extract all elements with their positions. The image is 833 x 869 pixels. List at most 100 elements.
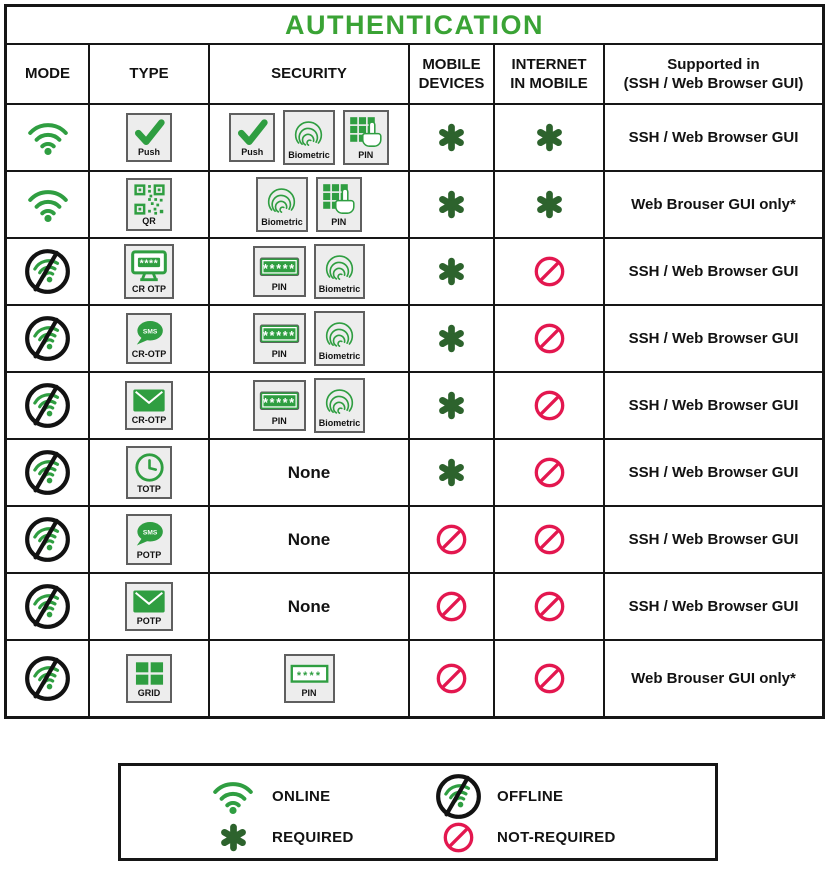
- icon-label: CR-OTP: [131, 415, 167, 426]
- icon-label: Push: [241, 147, 264, 158]
- wifi-online-icon: [27, 190, 68, 223]
- mode-cell: [7, 172, 90, 237]
- internet-in-mobile-cell: [495, 239, 605, 304]
- type-cell: GRID: [90, 641, 210, 716]
- pin-field-icon-box: *****PIN: [252, 380, 306, 431]
- icon-label: PIN: [331, 217, 347, 228]
- wifi-offline-icon: [25, 517, 70, 562]
- no-symbol-icon: [534, 256, 564, 287]
- wifi-offline-legend-icon-wrap: [432, 772, 484, 821]
- mobile-devices-cell: [410, 373, 495, 438]
- mobile-devices-cell: [410, 172, 495, 237]
- legend-item-online: ONLINE: [121, 778, 418, 815]
- asterisk-icon: [439, 324, 464, 353]
- keypad-pin-icon: [350, 117, 382, 147]
- table-title-row: AUTHENTICATION: [7, 7, 822, 43]
- icon-label: POTP: [136, 550, 162, 561]
- no-symbol-icon: [534, 591, 564, 622]
- check-icon-box: Push: [229, 113, 276, 162]
- svg-text:****: ****: [140, 257, 159, 269]
- asterisk-icon: [220, 823, 246, 852]
- keypad-icon-box: PIN: [342, 110, 389, 165]
- asterisk-icon: [439, 391, 464, 420]
- security-cell: ***** PIN Biometric: [210, 306, 410, 371]
- pin-field-icon-box: *****PIN: [252, 246, 306, 297]
- icon-label: GRID: [137, 688, 161, 699]
- monitor-otp-icon: ****: [131, 250, 167, 282]
- icon-label: Biometric: [261, 217, 303, 228]
- fingerprint-icon-box: Biometric: [313, 311, 366, 366]
- mode-cell: [7, 507, 90, 572]
- mobile-devices-cell: [410, 641, 495, 716]
- header-supported-in: Supported in (SSH / Web Browser GUI): [623, 55, 804, 93]
- security-cell: None: [210, 440, 410, 505]
- pin-field-outline-icon: ****: [290, 664, 328, 683]
- icon-label: PIN: [271, 349, 287, 360]
- mail-icon-box: CR-OTP: [125, 381, 173, 430]
- asterisk-icon: [439, 190, 464, 219]
- asterisk-icon: [439, 123, 464, 152]
- internet-in-mobile-cell: [495, 306, 605, 371]
- wifi-online-icon: [213, 782, 253, 815]
- mode-cell: [7, 440, 90, 505]
- icon-label: CR-OTP: [131, 349, 167, 360]
- supported-cell: SSH / Web Browser GUI: [628, 330, 799, 347]
- clock-icon: [134, 453, 164, 482]
- table-row: GRID ****PIN Web Brouser GUI only*: [7, 639, 822, 716]
- no-symbol-icon: [534, 663, 564, 694]
- icon-label: Biometric: [318, 351, 361, 362]
- svg-text:****: ****: [296, 670, 321, 682]
- legend-label: OFFLINE: [497, 788, 564, 805]
- fingerprint-icon-box: Biometric: [313, 244, 366, 299]
- grid-icon-box: GRID: [126, 654, 172, 703]
- fingerprint-icon: [325, 255, 354, 280]
- supported-cell: Web Brouser GUI only*: [631, 670, 796, 687]
- wifi-offline-icon: [25, 656, 70, 701]
- pin-field-icon: *****: [259, 324, 299, 343]
- icon-label: TOTP: [137, 484, 161, 495]
- icon-label: PIN: [271, 416, 287, 427]
- security-none-label: None: [287, 529, 331, 549]
- asterisk-legend-icon-wrap: [207, 822, 259, 853]
- type-cell: CR-OTP: [90, 373, 210, 438]
- security-cell: None: [210, 574, 410, 639]
- authentication-table: AUTHENTICATION MODE TYPE SECURITY MOBILE…: [4, 4, 825, 719]
- fingerprint-icon: [268, 188, 296, 213]
- asterisk-icon: [536, 190, 562, 219]
- wifi-offline-icon: [25, 316, 70, 361]
- mobile-devices-cell: [410, 105, 495, 170]
- mobile-devices-cell: [410, 306, 495, 371]
- header-mode: MODE: [7, 45, 90, 103]
- header-mobile-devices: MOBILE DEVICES: [410, 45, 495, 103]
- header-internet-in-mobile: INTERNET IN MOBILE: [495, 45, 605, 103]
- mobile-devices-cell: [410, 574, 495, 639]
- no-symbol-icon: [436, 591, 467, 622]
- fingerprint-icon-box: Biometric: [313, 378, 366, 433]
- asterisk-icon: [536, 123, 562, 152]
- internet-in-mobile-cell: [495, 641, 605, 716]
- mobile-devices-cell: [410, 507, 495, 572]
- security-cell: ****PIN: [210, 641, 410, 716]
- legend-label: NOT-REQUIRED: [497, 829, 616, 846]
- type-cell: ****CR OTP: [90, 239, 210, 304]
- security-cell: None: [210, 507, 410, 572]
- icon-label: PIN: [358, 150, 374, 161]
- asterisk-icon: [439, 458, 464, 487]
- wifi-online-icon: [27, 123, 68, 156]
- no-symbol-icon: [534, 390, 564, 421]
- fingerprint-icon-box: Biometric: [283, 110, 335, 165]
- type-cell: TOTP: [90, 440, 210, 505]
- monitor-icon-box: ****CR OTP: [124, 244, 174, 299]
- internet-in-mobile-cell: [495, 574, 605, 639]
- wifi-offline-icon: [25, 584, 70, 629]
